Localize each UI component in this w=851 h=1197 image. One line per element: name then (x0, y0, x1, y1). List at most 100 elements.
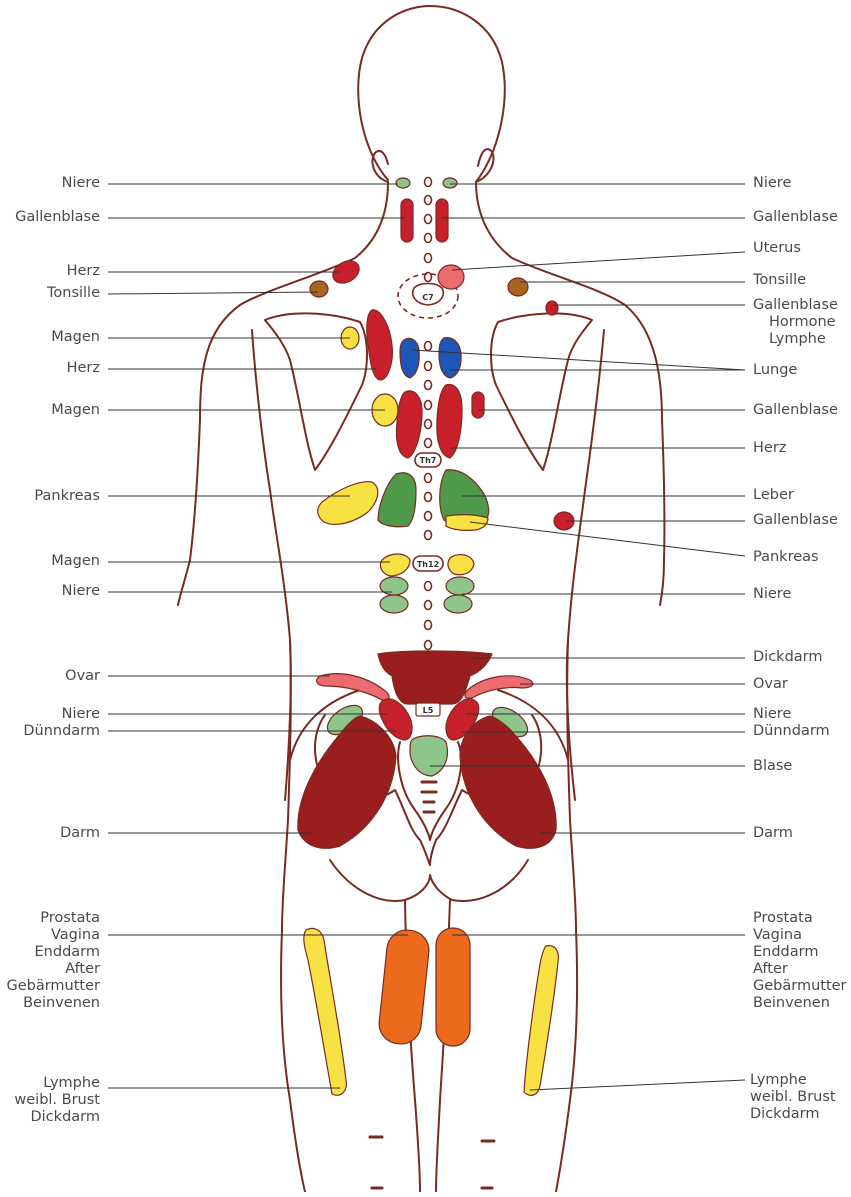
label-darm: Darm (753, 825, 793, 842)
label-niere: Niere (62, 583, 100, 600)
vertebra-dot (425, 420, 432, 429)
zone-niere-lumbar-right-2 (444, 595, 472, 613)
spine (425, 178, 432, 650)
th12-label: Th12 (417, 560, 439, 569)
zone-niere-neck-left (396, 178, 410, 188)
zone-blase (410, 736, 447, 776)
label-leber: Leber (753, 487, 794, 504)
right-scapula (491, 313, 592, 470)
label-gallenblase: Gallenblase (15, 209, 100, 226)
right-shoulder-arm (476, 182, 664, 605)
label-magen: Magen (51, 553, 100, 570)
label-tonsille: Tonsille (753, 272, 806, 289)
leader-pankreas-r1 (470, 522, 745, 556)
vertebra-dot (425, 178, 432, 187)
vertebra-dot (425, 621, 432, 630)
leader-lymphe-r1 (530, 1080, 745, 1090)
label-herz: Herz (67, 263, 100, 280)
th12-vertebra: Th12 (413, 556, 443, 571)
label-niere: Niere (62, 175, 100, 192)
zone-niere-lumbar-left-2 (380, 595, 408, 613)
label-duenndarm: Dünndarm (23, 723, 100, 740)
zone-tonsille-right (508, 278, 528, 296)
label-duenndarm: Dünndarm (753, 723, 830, 740)
zone-magen-lumbar-right (448, 555, 474, 575)
zone-enddarm-left (377, 928, 431, 1046)
zone-lunge-right (439, 338, 461, 378)
zone-pankreas (318, 482, 378, 525)
left-torso-side (281, 640, 305, 1192)
vertebra-dot (425, 215, 432, 224)
zone-ovar-left (317, 674, 389, 701)
vertebra-dot (425, 342, 432, 351)
label-herz: Herz (753, 440, 786, 457)
label-niere: Niere (62, 706, 100, 723)
vertebra-dot (425, 582, 432, 591)
zone-herz-mid-left (396, 391, 422, 458)
l5-label: L5 (423, 706, 434, 715)
label-magen: Magen (51, 402, 100, 419)
leader-tonsille-1 (108, 292, 318, 294)
label-pankreas: Pankreas (34, 488, 100, 505)
label-lymphe-group: Lymphe weibl. Brust Dickdarm (750, 1072, 836, 1123)
zone-gallenblase-neck-right (436, 199, 448, 242)
label-niere: Niere (753, 586, 791, 603)
leader-lunge-r1a (412, 350, 745, 370)
zone-darm-left (298, 716, 396, 848)
zone-herz-mid-right (437, 384, 462, 458)
vertebra-dot (425, 493, 432, 502)
zone-niere-neck-right (443, 178, 457, 188)
vertebra-dot (425, 531, 432, 540)
zone-ovar-right (465, 676, 533, 699)
label-gallenblase: Gallenblase (753, 209, 838, 226)
buttocks-crease (330, 860, 528, 901)
leader-uterus-r1 (452, 252, 745, 270)
zone-pankreas-small (446, 515, 488, 531)
head-outline (358, 6, 505, 182)
label-niere: Niere (753, 706, 791, 723)
vertebra-dot (425, 381, 432, 390)
zone-uterus (438, 265, 464, 289)
vertebra-dot (425, 362, 432, 371)
vertebra-dot (425, 254, 432, 263)
label-tonsille: Tonsille (47, 285, 100, 302)
zone-niere-lumbar-right-1 (446, 577, 474, 595)
vertebra-dot (425, 196, 432, 205)
zone-tonsille-left (310, 281, 328, 297)
label-lunge: Lunge (753, 362, 797, 379)
right-inner-arm (567, 330, 604, 800)
zone-gallenblase-neck-left (401, 199, 413, 242)
label-lymphe-group: Lymphe weibl. Brust Dickdarm (14, 1075, 100, 1126)
label-magen: Magen (51, 329, 100, 346)
th7-vertebra: Th7 (415, 453, 441, 467)
label-niere: Niere (753, 175, 791, 192)
zone-gallenblase-mid (472, 392, 484, 418)
zone-beinvenen-left (304, 928, 346, 1095)
label-uterus: Uterus (753, 240, 801, 257)
label-prostata-group: Prostata Vagina Enddarm After Gebärmutte… (6, 910, 100, 1012)
zone-enddarm-right (436, 928, 470, 1046)
label-ovar: Ovar (753, 676, 788, 693)
zone-beinvenen-right (524, 946, 558, 1096)
label-blase: Blase (753, 758, 792, 775)
label-dickdarm: Dickdarm (753, 649, 822, 666)
label-gallenblase-group: Gallenblase Hormone Lymphe (753, 297, 838, 348)
zone-lunge-left (400, 338, 419, 378)
left-shoulder-arm (178, 182, 388, 605)
zone-gallenblase-shoulder (546, 301, 558, 315)
label-pankreas: Pankreas (753, 549, 819, 566)
vertebra-dot (425, 641, 432, 650)
vertebra-dot (425, 601, 432, 610)
label-prostata-group: Prostata Vagina Enddarm After Gebärmutte… (753, 910, 847, 1012)
zone-leber-left (378, 473, 416, 527)
zone-magen-lumbar-left (380, 554, 410, 576)
vertebra-dot (425, 474, 432, 483)
label-gallenblase: Gallenblase (753, 402, 838, 419)
label-darm: Darm (60, 825, 100, 842)
c7-label: C7 (422, 293, 433, 302)
label-herz: Herz (67, 360, 100, 377)
label-gallenblase: Gallenblase (753, 512, 838, 529)
right-torso-side (556, 640, 577, 1192)
